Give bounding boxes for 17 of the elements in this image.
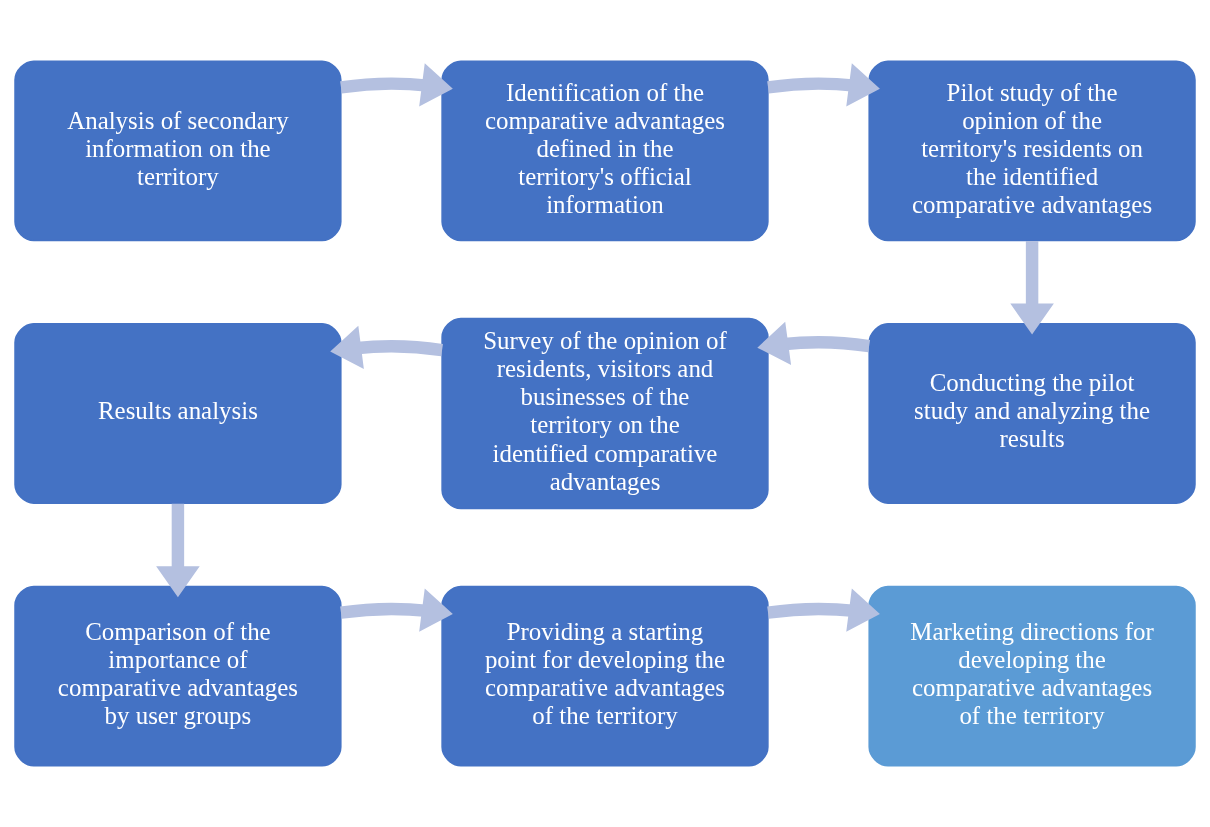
- arrow: [767, 63, 880, 107]
- node-box: Conducting the pilot study and analyzing the results: [868, 323, 1196, 504]
- arrow: [757, 321, 871, 366]
- node-box: Comparison of the importance of comparative advantages by user groups: [14, 585, 342, 767]
- node-box: Marketing directions for developing the comparative advantages of the territory: [868, 585, 1196, 767]
- node-box: Pilot study of the opinion of the territory's residents on the identified comparative advantages: [868, 60, 1196, 242]
- arrow: [767, 588, 880, 632]
- node-box: Providing a starting point for developing the comparative advantages of the territory: [441, 585, 769, 767]
- node-box: Analysis of secondary information on the territory: [14, 60, 342, 242]
- arrow: [156, 503, 200, 598]
- arrow: [330, 325, 443, 370]
- arrow: [340, 63, 453, 107]
- node-box: Identification of the comparative advantages defined in the territory's official information: [441, 60, 769, 242]
- arrow: [1010, 241, 1054, 335]
- arrow: [340, 588, 453, 632]
- node-box: Results analysis: [14, 323, 342, 504]
- node-box: Survey of the opinion of residents, visitors and businesses of the territory on the identified comparative advantages: [441, 317, 769, 510]
